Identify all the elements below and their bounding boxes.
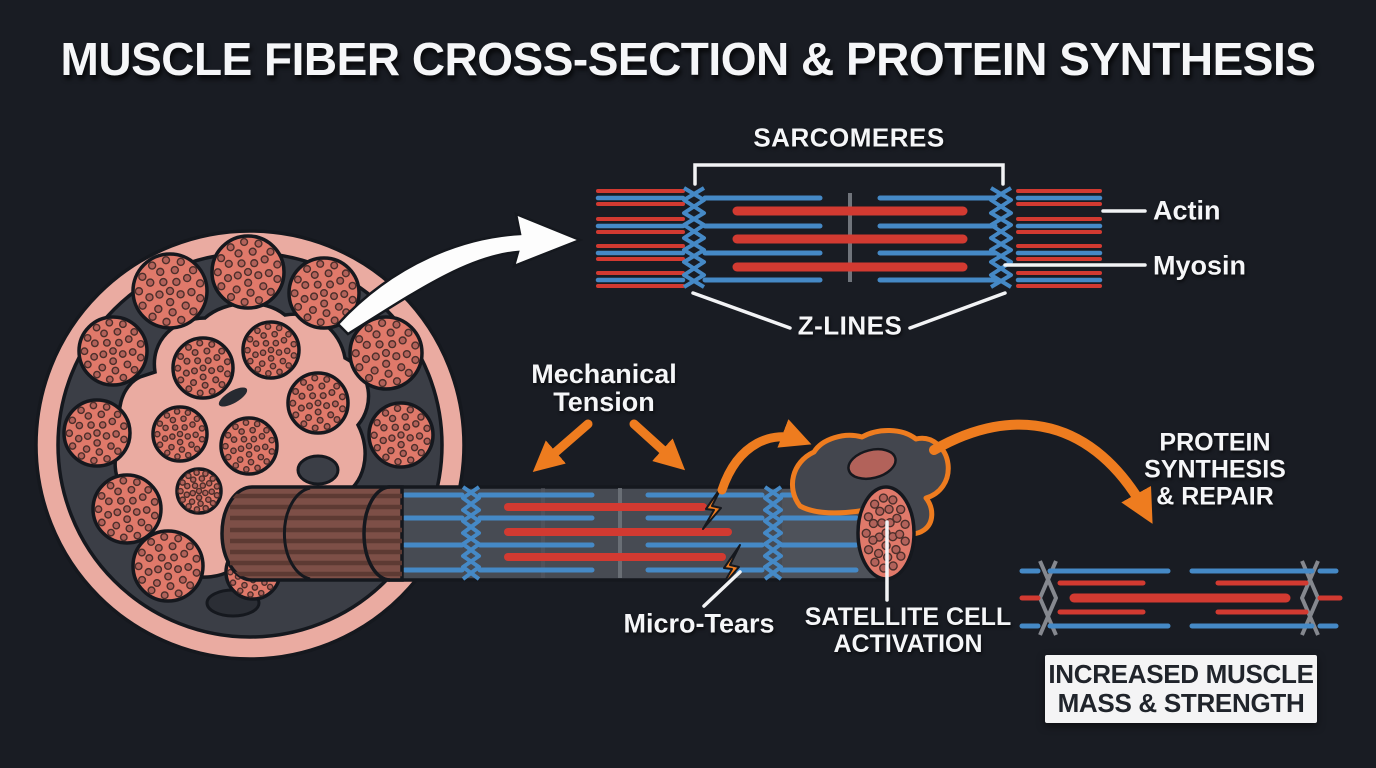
fiber-myosin-filaments: [504, 503, 732, 561]
actin-filaments: [1019, 568, 1339, 629]
fascicle: [210, 234, 286, 310]
myosin-filaments: [732, 206, 968, 272]
white-curved-arrow-icon: [336, 211, 584, 336]
muscle-fiber: [220, 428, 951, 589]
actin-label: Actin: [1153, 195, 1221, 226]
sarcomeres-label: SARCOMERES: [753, 122, 945, 153]
satellite-cell-nucleus: [847, 447, 897, 481]
fascicle: [241, 320, 301, 380]
outcome-box: INCREASED MUSCLE MASS & STRENGTH: [1045, 655, 1317, 723]
satellite-to-synthesis-arrow-icon: [929, 419, 1153, 524]
fascicle: [77, 315, 149, 387]
outcome-line1: INCREASED MUSCLE: [1048, 659, 1314, 689]
myosin-label: Myosin: [1153, 250, 1247, 281]
tear-to-satellite-arrow-icon: [717, 419, 812, 495]
fascicle: [151, 405, 209, 463]
fiber-z-lines: [461, 485, 783, 581]
fascicle: [367, 401, 435, 469]
fascicle: [348, 315, 424, 391]
z-line-lattices: [682, 186, 1013, 289]
fascicle: [171, 336, 235, 400]
z-lines-label: Z-LINES: [797, 310, 903, 341]
fiber-actin-filaments: [402, 492, 859, 573]
satellite-cell-activation-label: SATELLITE CELL ACTIVATION: [804, 603, 1012, 658]
fascicle: [131, 529, 205, 603]
page-title: MUSCLE FIBER CROSS-SECTION & PROTEIN SYN…: [60, 33, 1316, 85]
micro-tears-label: Micro-Tears: [623, 608, 775, 639]
fascicle: [175, 467, 223, 515]
outcome-line2: MASS & STRENGTH: [1057, 688, 1305, 718]
actin-filaments: [702, 195, 998, 283]
fiber-proximal-cylinder: [220, 485, 404, 582]
mechanical-tension-arrow-icons: [532, 419, 686, 473]
mechanical-tension-label: Mechanical Tension: [531, 359, 677, 417]
fascicle: [286, 371, 350, 435]
micro-tears-leader: [702, 570, 742, 608]
flank-filaments-right: [1015, 189, 1103, 288]
fascicle: [62, 398, 132, 468]
fascicle: [219, 416, 279, 476]
flank-filaments-left: [595, 189, 686, 288]
repaired-sarcomere-diagram: [1019, 560, 1343, 636]
sarcomere-bracket: [693, 163, 1005, 186]
leader-lines: [691, 209, 1147, 330]
sarcomere-detail-diagram: [595, 163, 1147, 330]
fascicle: [287, 256, 361, 330]
protein-synthesis-repair-label: PROTEIN SYNTHESIS & REPAIR: [1144, 428, 1286, 511]
thin-myosin-filaments: [1019, 580, 1343, 615]
fascicle: [131, 252, 209, 330]
fascicle: [91, 473, 163, 545]
